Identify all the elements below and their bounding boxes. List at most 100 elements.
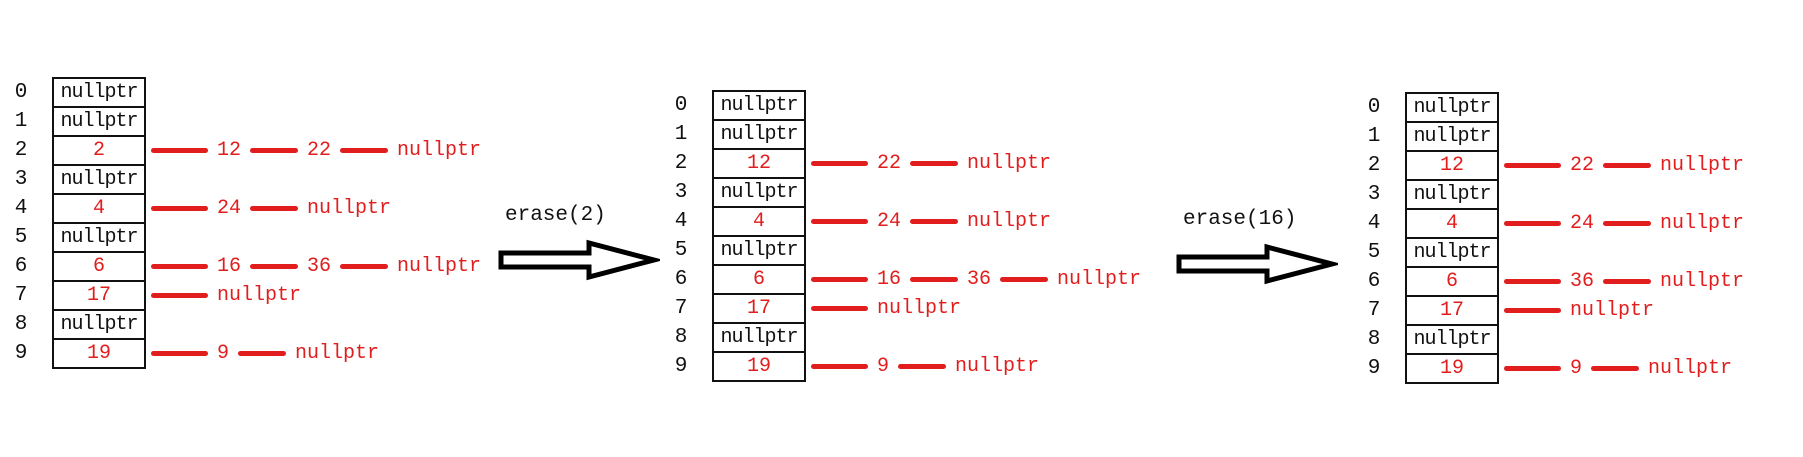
chain-node-value: 9	[217, 342, 230, 365]
bucket-slot-head: 4	[52, 193, 146, 224]
bucket-slot-empty: nullptr	[1405, 179, 1499, 210]
chain-node-value: 36	[1570, 270, 1595, 293]
bucket-slot-empty: nullptr	[52, 309, 146, 340]
bucket-slot-empty: nullptr	[712, 322, 806, 353]
chain-link-icon	[1504, 221, 1561, 226]
chain-node-value: 16	[217, 255, 242, 278]
bucket-slot-empty: nullptr	[712, 90, 806, 121]
chain-link-icon	[151, 206, 208, 211]
chain-link-icon	[910, 219, 959, 224]
chain-node-value: 22	[877, 152, 902, 175]
chain-node-value: 16	[877, 268, 902, 291]
bucket-slot-empty: nullptr	[1405, 92, 1499, 123]
bucket-chain: 24 nullptr	[1504, 212, 1744, 235]
transition-erase-2: erase(2)	[498, 204, 660, 281]
chain-link-icon	[811, 219, 868, 224]
bucket-index: 1	[1367, 125, 1381, 148]
bucket-slot-head: 19	[712, 351, 806, 382]
chain-link-icon	[250, 148, 299, 153]
bucket-chain: 22 nullptr	[1504, 154, 1744, 177]
bucket-index: 4	[14, 197, 28, 220]
right-block-arrow-icon	[1176, 243, 1338, 285]
chain-null-terminator: nullptr	[217, 284, 302, 307]
bucket-index: 7	[14, 284, 28, 307]
chain-null-terminator: nullptr	[877, 297, 962, 320]
chain-null-terminator: nullptr	[1057, 268, 1142, 291]
chain-link-icon	[1504, 279, 1561, 284]
bucket-index: 6	[14, 255, 28, 278]
chain-node-value: 9	[1570, 357, 1583, 380]
chain-null-terminator: nullptr	[1570, 299, 1655, 322]
transition-erase-16: erase(16)	[1176, 208, 1338, 285]
chain-link-icon	[340, 148, 389, 153]
chain-null-terminator: nullptr	[397, 139, 482, 162]
bucket-index: 3	[674, 181, 688, 204]
bucket-chain: nullptr	[151, 284, 301, 307]
bucket-index: 5	[14, 226, 28, 249]
right-block-arrow-icon	[498, 239, 660, 281]
chain-null-terminator: nullptr	[1660, 212, 1745, 235]
bucket-slot-head: 17	[52, 280, 146, 311]
chain-node-value: 9	[877, 355, 890, 378]
chain-link-icon	[1603, 163, 1652, 168]
bucket-slot-head: 4	[1405, 208, 1499, 239]
chain-link-icon	[811, 364, 868, 369]
bucket-slot-empty: nullptr	[1405, 237, 1499, 268]
bucket-slot-head: 6	[52, 251, 146, 282]
bucket-index: 9	[14, 342, 28, 365]
bucket-index: 8	[14, 313, 28, 336]
bucket-chain: 9 nullptr	[811, 355, 1039, 378]
bucket-slot-empty: nullptr	[52, 77, 146, 108]
bucket-slot-head: 19	[52, 338, 146, 369]
bucket-row: 8 nullptr	[4, 309, 481, 340]
chain-link-icon	[910, 161, 959, 166]
chain-link-icon	[811, 277, 868, 282]
bucket-slot-head: 19	[1405, 353, 1499, 384]
chain-node-value: 22	[1570, 154, 1595, 177]
transition-label: erase(16)	[1183, 208, 1297, 231]
chain-link-icon	[151, 148, 208, 153]
chain-link-icon	[1504, 163, 1561, 168]
bucket-index: 5	[674, 239, 688, 262]
bucket-index: 1	[674, 123, 688, 146]
bucket-row: 0 nullptr	[1357, 92, 1744, 123]
chain-node-value: 36	[307, 255, 332, 278]
bucket-slot-head: 4	[712, 206, 806, 237]
chain-null-terminator: nullptr	[1660, 154, 1745, 177]
bucket-slot-head: 12	[1405, 150, 1499, 181]
chain-link-icon	[151, 264, 208, 269]
chain-link-icon	[1603, 221, 1652, 226]
bucket-slot-head: 6	[712, 264, 806, 295]
bucket-index: 0	[1367, 96, 1381, 119]
chain-link-icon	[1504, 308, 1561, 313]
chain-link-icon	[1000, 277, 1049, 282]
chain-node-value: 24	[1570, 212, 1595, 235]
chain-null-terminator: nullptr	[955, 355, 1040, 378]
